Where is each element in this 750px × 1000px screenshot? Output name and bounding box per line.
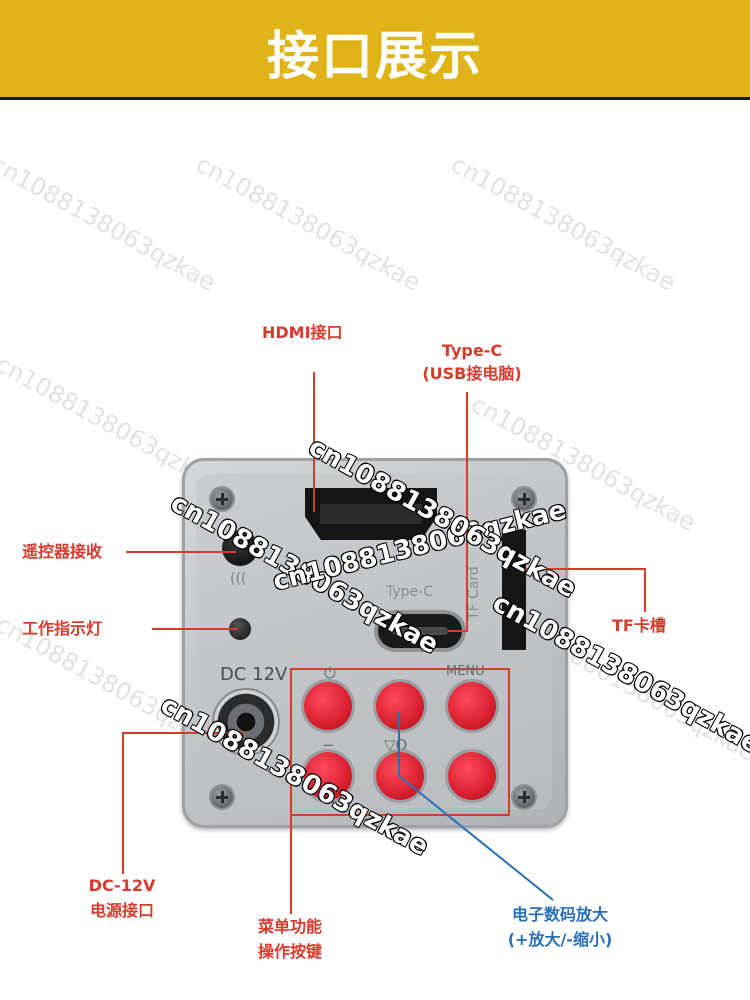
tf-card-slot [502, 530, 526, 650]
title-banner: 接口展示 [0, 0, 750, 100]
menu-buttons-label-line1: 菜单功能 [257, 917, 322, 936]
dc-label-line1: DC-12V [88, 876, 156, 895]
ir-receiver [222, 530, 258, 566]
menu-button[interactable] [448, 682, 496, 730]
tf-slot-label: TF卡槽 [612, 616, 666, 635]
hdmi-leader-line [313, 372, 315, 512]
screw-icon [211, 488, 233, 510]
screw-icon [513, 786, 535, 808]
typec-print: Type-C [386, 584, 433, 600]
minus-icon: − [322, 736, 335, 754]
typec-label-line1: Type-C [441, 341, 503, 360]
typec-leader-line-v [466, 392, 468, 632]
zoom-leader-segment [398, 775, 554, 901]
screw-icon [211, 786, 233, 808]
tf-leader-line-v [644, 568, 646, 612]
dc-power-jack [214, 690, 278, 754]
dc-leader-line-h [122, 732, 244, 734]
hdmi-port-contacts [320, 504, 422, 524]
hdmi-label: HDMI接口 [262, 323, 343, 342]
dc-print: DC 12V [220, 664, 288, 685]
menu-leader-line [290, 742, 292, 914]
status-led-label: 工作指示灯 [22, 619, 103, 638]
zoom-label-line1: 电子数码放大 [511, 905, 608, 924]
typec-leader-line-h [448, 630, 468, 632]
status-led [229, 618, 251, 640]
led-leader-line [152, 628, 238, 630]
minus-button[interactable] [304, 752, 352, 800]
plus-button[interactable] [448, 752, 496, 800]
power-icon: ⏻ [324, 664, 336, 682]
power-button[interactable] [304, 682, 352, 730]
banner-title: 接口展示 [266, 27, 483, 87]
tf-leader-line-h [516, 568, 646, 570]
remote-leader-line [126, 551, 236, 553]
remote-receiver-label: 遥控器接收 [22, 542, 103, 561]
dc-leader-line-v [122, 732, 124, 874]
dc-label-line2: 电源接口 [89, 901, 154, 920]
typec-label-line2: (USB接电脑) [422, 364, 522, 383]
screw-icon [513, 488, 535, 510]
menu-print: MENU [446, 664, 485, 679]
ir-signal-icon: ((( [230, 571, 247, 587]
menu-buttons-label-line2: 操作按键 [257, 942, 322, 961]
zoom-label-line2: (+放大/-缩小) [507, 930, 613, 949]
zoom-icon: ▽Q [384, 736, 408, 754]
typec-port-contacts [392, 627, 448, 635]
